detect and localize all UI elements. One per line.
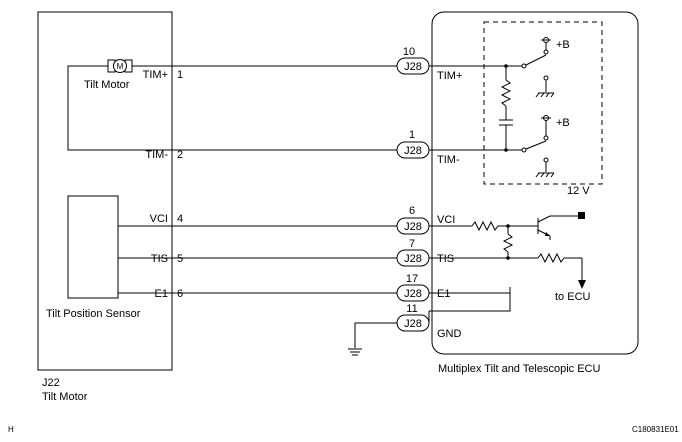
- terminal-12v: [578, 212, 585, 219]
- pin-num-2: 2: [177, 149, 183, 161]
- j22-connector-id: J22: [42, 377, 60, 389]
- arrow-to-ecu-icon: [578, 280, 586, 289]
- tilt-position-sensor-box: [67, 195, 119, 299]
- wire-gnd: [354, 322, 397, 348]
- connector-j28-pin7: J28 7: [396, 238, 430, 267]
- ecu-terminal-gnd: GND: [437, 328, 462, 340]
- connector-pin-number: 10: [403, 46, 415, 58]
- connector-j28-pin6: J28 6: [396, 205, 430, 235]
- ecu-terminal-tim-plus: TIM+: [437, 70, 462, 82]
- connector-label: J28: [404, 61, 422, 73]
- j22-component-box: [37, 11, 173, 371]
- ecu-terminal-e1: E1: [437, 288, 450, 300]
- connector-j28-pin11: J28 11: [396, 303, 430, 332]
- pin-name-tim-minus: TIM-: [145, 149, 168, 161]
- ecu-box: [431, 11, 639, 355]
- motor-symbol-label: M: [117, 62, 124, 71]
- connector-j28-pin1: J28 1: [396, 129, 430, 159]
- pin-name-tim-plus: TIM+: [143, 69, 168, 81]
- relay-block: [483, 21, 603, 185]
- ecu-label: Multiplex Tilt and Telescopic ECU: [438, 363, 600, 375]
- pin-name-vci: VCI: [150, 213, 168, 225]
- connector-label: J28: [404, 145, 422, 157]
- pin-name-e1: E1: [155, 288, 168, 300]
- connector-pin-number: 1: [409, 129, 415, 141]
- ecu-terminal-tis: TIS: [437, 253, 454, 265]
- pin-num-1: 1: [177, 69, 183, 81]
- ecu-terminal-tim-minus: TIM-: [437, 154, 460, 166]
- pin-num-6: 6: [177, 288, 183, 300]
- tilt-motor-label: Tilt Motor: [84, 79, 130, 91]
- motor-internal-wire: [67, 65, 172, 151]
- supply-plus-b-bottom: +B: [556, 117, 570, 129]
- to-ecu-label: to ECU: [555, 291, 591, 303]
- pin-num-4: 4: [177, 213, 183, 225]
- voltage-12v-label: 12 V: [567, 185, 590, 197]
- connector-label: J28: [404, 253, 422, 265]
- pin-name-tis: TIS: [151, 253, 168, 265]
- pin-num-5: 5: [177, 253, 183, 265]
- motor-icon: M: [107, 59, 133, 73]
- figure-code: C180831E01: [632, 425, 679, 434]
- connector-pin-number: 11: [406, 303, 417, 315]
- connector-j28-pin10: J28 10: [396, 46, 430, 75]
- connector-label: J28: [404, 221, 422, 233]
- ecu-terminal-vci: VCI: [437, 214, 455, 226]
- connector-label: J28: [404, 288, 422, 300]
- connector-pin-number: 7: [409, 238, 415, 250]
- tilt-position-sensor-label: Tilt Position Sensor: [46, 308, 141, 320]
- connector-j28-pin17: J28 17: [396, 273, 430, 302]
- j22-component-label: Tilt Motor: [42, 391, 88, 403]
- connector-label: J28: [404, 318, 422, 330]
- connector-pin-number: 6: [409, 205, 415, 217]
- supply-plus-b-top: +B: [556, 39, 570, 51]
- connector-pin-number: 17: [406, 273, 418, 285]
- footer-mark: H: [8, 425, 14, 434]
